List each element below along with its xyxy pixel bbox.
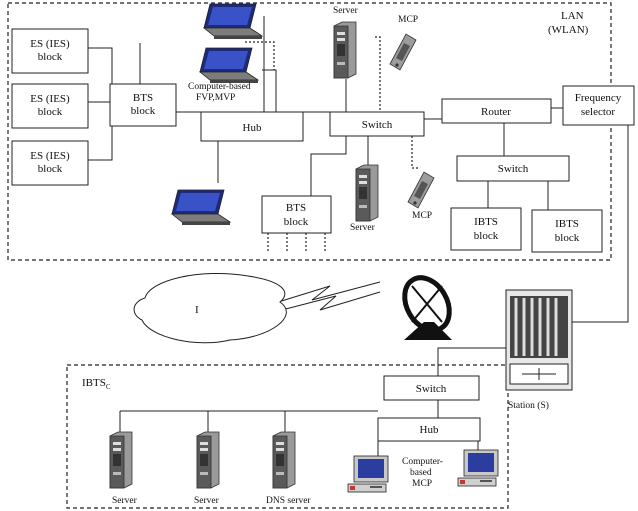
svg-text:block: block (474, 230, 499, 242)
computer-based-label: Computer-based (188, 82, 251, 92)
switch-top-box: Switch (329, 111, 425, 137)
ibts-block-1: IBTS block (450, 207, 522, 251)
lan-subtitle: (WLAN) (548, 24, 589, 36)
server-icon (196, 431, 220, 489)
server-bottom-2-label: Server (194, 496, 220, 506)
svg-text:Router: Router (481, 106, 511, 118)
svg-text:BTS: BTS (133, 92, 153, 104)
mobile-phone-icon (389, 33, 417, 71)
laptop-icon (203, 3, 263, 40)
mobile-phone-icon (407, 171, 435, 209)
svg-text:selector: selector (581, 106, 616, 118)
svg-text:block: block (284, 216, 309, 228)
internet-cloud: I (133, 273, 287, 344)
computer-mcp-label-3: MCP (412, 479, 432, 489)
lan-region (7, 2, 612, 261)
svg-text:Hub: Hub (243, 122, 262, 134)
dns-server-label: DNS server (266, 496, 311, 506)
bts-block-2: BTS block (261, 195, 332, 234)
svg-text:Switch: Switch (498, 163, 529, 175)
server-top-label: Server (333, 6, 359, 16)
router-box: Router (441, 98, 552, 124)
svg-text:Switch: Switch (362, 119, 393, 131)
es-block-3: ES (IES) block (11, 140, 89, 186)
svg-text:ES (IES): ES (IES) (30, 93, 70, 105)
switch-right-box: Switch (456, 155, 570, 182)
svg-text:ES (IES): ES (IES) (30, 150, 70, 162)
server-bottom-1-label: Server (112, 496, 138, 506)
lan-title: LAN (561, 10, 584, 22)
server-icon (333, 21, 357, 79)
es-block-1: ES (IES) block (11, 28, 89, 74)
mcp-mid-label: MCP (412, 211, 432, 221)
svg-text:block: block (555, 232, 580, 244)
svg-text:IBTS: IBTS (474, 216, 498, 228)
svg-text:block: block (38, 163, 63, 175)
laptop-icon (199, 47, 259, 84)
svg-text:Switch: Switch (416, 383, 447, 395)
svg-text:Frequency: Frequency (575, 92, 622, 104)
svg-text:block: block (131, 105, 156, 117)
server-icon (109, 431, 133, 489)
hub-box: Hub (200, 111, 304, 142)
server-mid-label: Server (350, 223, 376, 233)
ibtsc-region (66, 364, 509, 509)
svg-text:BTS: BTS (286, 202, 306, 214)
dns-server-icon (272, 431, 296, 489)
mcp-top-label: MCP (398, 15, 418, 25)
laptop-icon (171, 189, 231, 226)
ibts-block-2: IBTS block (531, 209, 603, 253)
bts-block: BTS block (109, 83, 177, 127)
computer-mcp-label-1: Computer- (402, 457, 443, 467)
station-label: Station (S) (508, 400, 549, 411)
internet-label: I (195, 304, 199, 316)
es-block-2: ES (IES) block (11, 83, 89, 129)
server-icon (355, 164, 379, 222)
svg-text:block: block (38, 51, 63, 63)
computer-mcp-label-2: based (410, 468, 432, 478)
desktop-computer-icon (347, 455, 389, 493)
computer-based-sub-label: FVP,MVP (196, 93, 235, 103)
svg-text:IBTS: IBTS (555, 218, 579, 230)
svg-text:block: block (38, 106, 63, 118)
ibtsc-label: IBTSC (82, 377, 111, 391)
station-rack-icon (505, 289, 573, 391)
satellite-dish-icon (402, 275, 452, 340)
connections (88, 16, 629, 458)
hub-bottom-box: Hub (377, 417, 481, 442)
svg-text:Hub: Hub (420, 424, 439, 436)
frequency-selector-box: Frequency selector (562, 85, 635, 126)
svg-text:ES (IES): ES (IES) (30, 38, 70, 50)
switch-bottom-box: Switch (383, 375, 480, 401)
desktop-computer-icon (457, 449, 499, 487)
